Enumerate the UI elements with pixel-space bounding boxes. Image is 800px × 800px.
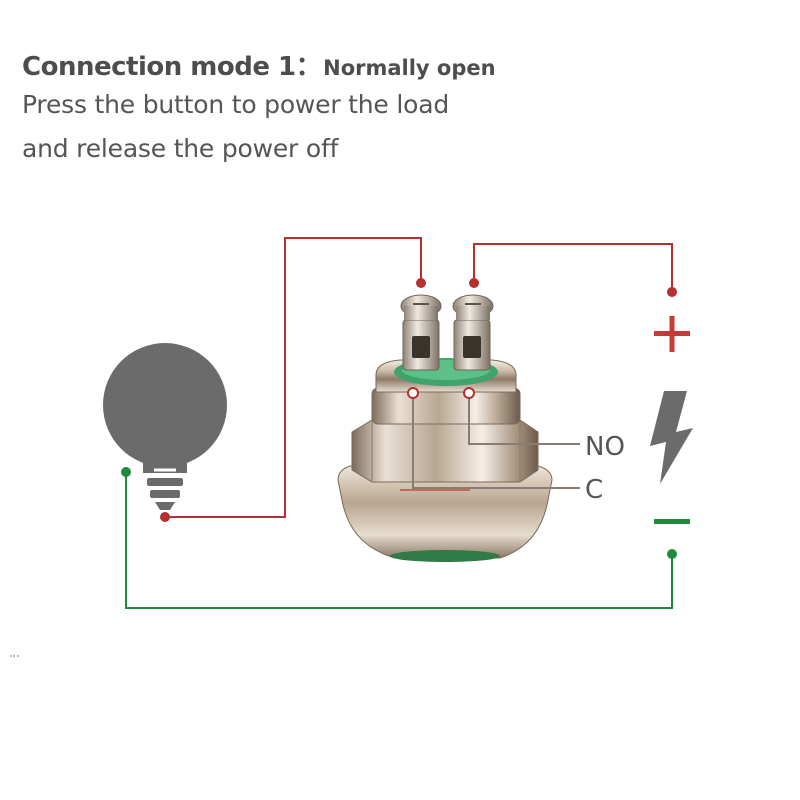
wire-dot-bulb-side: [121, 467, 131, 477]
c-terminal-point: [407, 387, 419, 399]
c-label: C: [585, 475, 603, 505]
wire-dot-plus: [667, 287, 677, 297]
wire-dot-switch-right: [469, 278, 479, 288]
green-wire-return: [125, 472, 673, 609]
wire-dot-switch-left: [416, 278, 426, 288]
wire-dot-minus: [667, 549, 677, 559]
no-label: NO: [585, 432, 625, 462]
connection-mode-name: Normally open: [323, 56, 496, 80]
c-contact-line: [412, 394, 580, 489]
connection-mode-heading: Connection mode 1：Normally open: [22, 46, 496, 83]
no-terminal-point: [463, 387, 475, 399]
lightning-bolt-icon: [650, 391, 693, 484]
red-wire-supply: [473, 243, 673, 291]
no-contact-line: [468, 394, 580, 445]
minus-symbol: [654, 519, 690, 524]
push-button-switch: [337, 294, 553, 562]
light-bulb-icon: [103, 343, 227, 510]
wire-dot-bulb-base: [160, 512, 170, 522]
description-line-2: and release the power off: [22, 134, 339, 163]
plus-symbol: [654, 316, 690, 352]
red-wire-load: [165, 237, 422, 518]
connection-mode-label: Connection mode 1：: [22, 52, 322, 82]
description-line-1: Press the button to power the load: [22, 90, 449, 119]
edge-speck: [10, 655, 19, 659]
